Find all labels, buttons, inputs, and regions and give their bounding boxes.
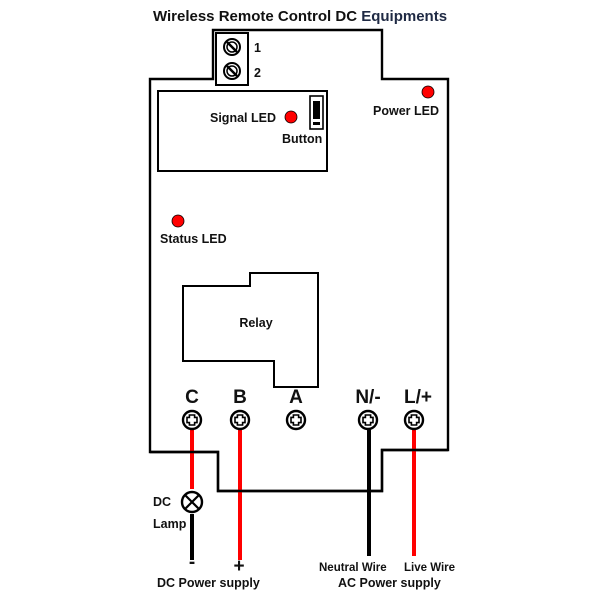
terminal-a-label: A bbox=[289, 387, 303, 408]
terminal-n-screw-icon bbox=[357, 409, 379, 431]
dc-plus-label: + bbox=[233, 556, 244, 577]
dc-lamp-label-line1: DC bbox=[153, 495, 171, 509]
ac-supply-label: AC Power supply bbox=[338, 576, 441, 590]
terminal-l-screw-icon bbox=[403, 409, 425, 431]
terminal-c-label: C bbox=[185, 387, 199, 408]
relay-outline bbox=[182, 272, 319, 388]
input-terminal-block: 1 2 bbox=[215, 32, 261, 86]
live-wire-label: Live Wire bbox=[404, 562, 455, 574]
dc-lamp-icon bbox=[180, 490, 204, 514]
terminal-c-screw-icon bbox=[181, 409, 203, 431]
dc-lamp-label-line2: Lamp bbox=[153, 517, 187, 531]
terminal-l-label: L/+ bbox=[404, 387, 432, 408]
power-led-icon bbox=[421, 85, 435, 99]
button-icon[interactable] bbox=[309, 95, 324, 130]
signal-led-icon bbox=[284, 110, 298, 124]
dc-supply-label: DC Power supply bbox=[157, 576, 260, 590]
terminal-label-1: 1 bbox=[254, 41, 261, 55]
terminal-b-label: B bbox=[233, 387, 247, 408]
receiver-module bbox=[157, 90, 328, 172]
terminal-housing bbox=[215, 32, 249, 86]
signal-led-label: Signal LED bbox=[210, 111, 276, 125]
status-led-label: Status LED bbox=[160, 232, 227, 246]
screw-terminal-icon bbox=[223, 38, 241, 56]
title-accent: Equipments bbox=[361, 8, 447, 25]
relay-label: Relay bbox=[239, 316, 272, 330]
status-led-icon bbox=[171, 214, 185, 228]
terminal-b-screw-icon bbox=[229, 409, 251, 431]
dc-minus-label: - bbox=[189, 552, 195, 573]
terminal-a-screw-icon bbox=[285, 409, 307, 431]
power-led-label: Power LED bbox=[373, 104, 439, 118]
screw-terminal-icon bbox=[223, 62, 241, 80]
title-main: Wireless Remote Control DC bbox=[153, 8, 361, 25]
board-bottom-edge bbox=[150, 448, 448, 493]
terminal-label-2: 2 bbox=[254, 66, 261, 80]
neutral-wire-label: Neutral Wire bbox=[319, 562, 387, 574]
terminal-n-label: N/- bbox=[355, 387, 380, 408]
diagram-title: Wireless Remote Control DC Equipments bbox=[153, 8, 447, 25]
button-label: Button bbox=[282, 132, 322, 146]
